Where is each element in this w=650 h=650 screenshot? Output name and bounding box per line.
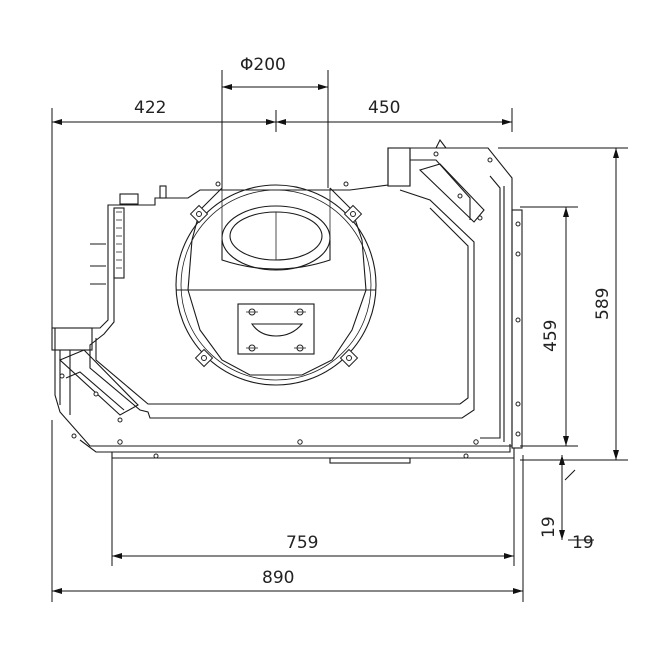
offset-right-label: 19	[572, 533, 594, 553]
right-width-label: 450	[368, 98, 400, 118]
flue-assembly	[175, 184, 377, 386]
side-height-label: 459	[541, 320, 561, 352]
inspection-hatch	[237, 303, 315, 355]
dimension-labels: Φ200 422 450 759 890 589 459 19 19	[134, 55, 613, 588]
flue-outer-ring	[175, 184, 377, 386]
clamp-bottom-left	[194, 348, 214, 368]
diameter-label: Φ200	[240, 55, 286, 75]
clamp-top-right	[343, 204, 363, 224]
total-height-label: 589	[593, 288, 613, 320]
front-width-label: 759	[286, 533, 318, 553]
fireplace-body	[51, 138, 523, 464]
clamp-bottom-right	[339, 348, 359, 368]
left-width-label: 422	[134, 98, 166, 118]
dimension-lines	[51, 70, 628, 602]
offset-left-label: 19	[539, 516, 559, 538]
screws	[59, 151, 521, 459]
total-width-label: 890	[262, 568, 294, 588]
clamp-top-left	[189, 204, 209, 224]
